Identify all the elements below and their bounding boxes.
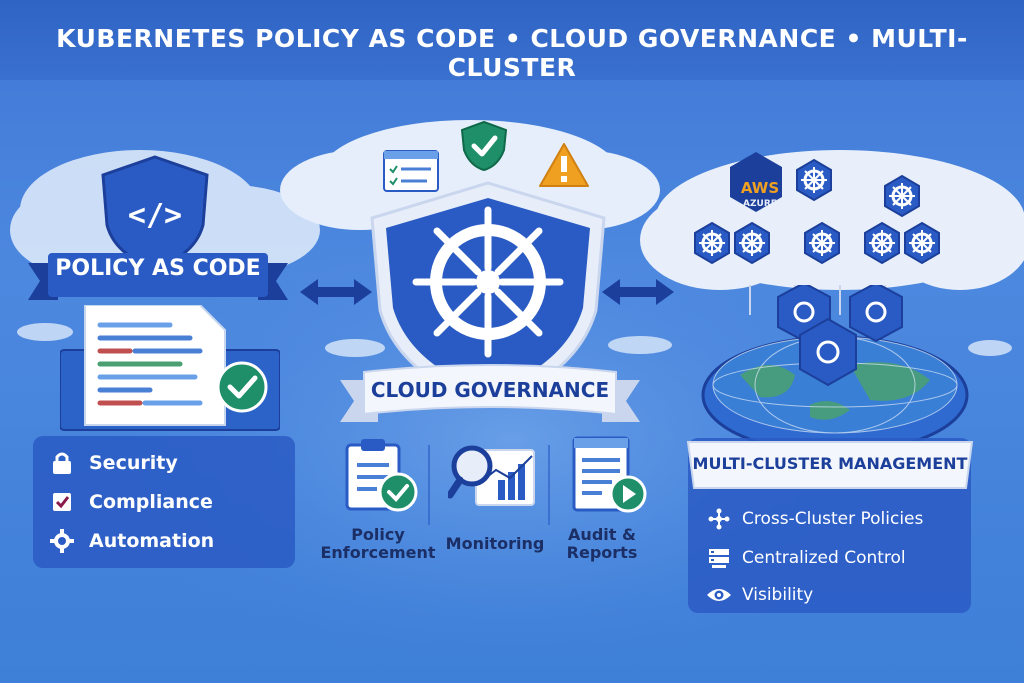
globe-clusters [701, 285, 969, 455]
cloud-provider-badge: AWS AZURE [724, 180, 796, 212]
clipboard-check-icon [345, 439, 418, 512]
mcm-item-label: Visibility [742, 585, 814, 605]
divider [428, 445, 430, 525]
lock-icon [49, 450, 75, 476]
code-document [60, 305, 280, 431]
mcm-item-label: Centralized Control [742, 548, 906, 568]
mcm-item-cross-cluster: Cross-Cluster Policies [706, 506, 923, 532]
double-arrow-icon [602, 279, 674, 305]
network-icon [706, 506, 732, 532]
tool-label-monitoring: Monitoring [445, 534, 545, 553]
governance-ribbon-label: CLOUD GOVERNANCE [370, 378, 610, 402]
feature-item-automation: Automation [49, 528, 214, 554]
mcm-title-plate [686, 441, 974, 489]
feature-label: Security [89, 452, 178, 474]
mcm-item-centralized: Centralized Control [706, 545, 906, 571]
mcm-item-visibility: Visibility [706, 582, 813, 608]
server-icon [706, 545, 732, 571]
checklist-window-icon [383, 150, 439, 192]
checkbox-icon [49, 489, 75, 515]
kubernetes-shield-icon [370, 181, 606, 408]
shield-check-icon [460, 120, 508, 172]
top-banner: KUBERNETES POLICY AS CODE • CLOUD GOVERN… [0, 0, 1024, 82]
svg-text:</>: </> [128, 198, 182, 233]
mcm-item-label: Cross-Cluster Policies [742, 509, 924, 529]
report-play-icon [572, 436, 647, 513]
governance-ribbon [340, 364, 640, 422]
double-arrow-icon [300, 279, 372, 305]
feature-item-compliance: Compliance [49, 489, 213, 515]
policy-ribbon-label: POLICY AS CODE [55, 256, 261, 281]
gear-icon [49, 528, 75, 554]
warning-icon [539, 143, 589, 187]
left-feature-panel: Security Compliance Automation [33, 436, 295, 568]
mcm-title: MULTI-CLUSTER MANAGEMENT [692, 454, 968, 473]
eye-icon [706, 582, 732, 608]
cloud-badge-aws: AWS [740, 179, 780, 197]
feature-label: Automation [89, 530, 215, 552]
code-shield-icon: </> [101, 155, 209, 270]
feature-item-security: Security [49, 450, 178, 476]
magnifier-chart-icon [448, 445, 535, 506]
divider [548, 445, 550, 525]
cloud-badge-azure: AZURE [743, 199, 777, 209]
policy-ribbon [28, 253, 288, 300]
banner-title: KUBERNETES POLICY AS CODE • CLOUD GOVERN… [56, 24, 968, 82]
tool-label-policy-enforcement: Policy Enforcement [320, 525, 436, 562]
feature-label: Compliance [89, 491, 213, 513]
tool-label-audit-reports: Audit & Reports [566, 525, 638, 562]
cloud-cluster-nodes [693, 152, 941, 265]
